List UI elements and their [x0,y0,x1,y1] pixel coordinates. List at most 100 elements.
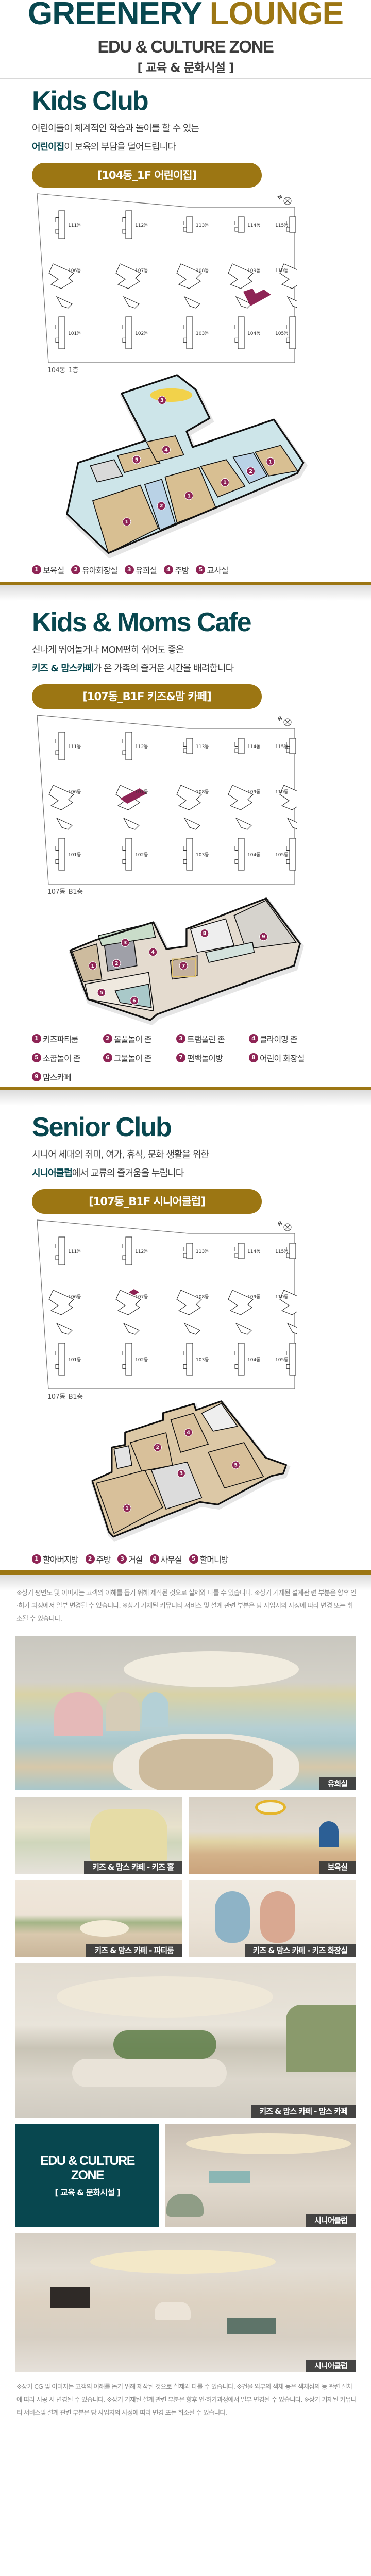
room-marker-number: 5 [99,990,103,996]
building-106동: 106동 [48,1290,81,1315]
building-shape [125,1236,132,1265]
building-shape [58,838,65,871]
building-wing [235,296,252,309]
room-marker: 5 [97,988,106,997]
site-boundary [37,193,295,363]
building-shape [125,732,132,760]
room-marker-number: 9 [262,934,265,940]
building-105동: 105동 [275,296,297,349]
room-marker-number: 2 [115,961,119,967]
building-detail [122,1244,126,1260]
room-marker-number: 4 [164,447,168,453]
room [200,459,246,498]
building-label: 109동 [247,268,260,274]
building-108동: 108동 [176,785,209,810]
building-detail [55,739,59,755]
legend-number-badge: 4 [149,1554,159,1564]
building-shape [238,838,245,871]
building-shape [125,838,132,871]
room [114,984,152,1008]
building-label: 102동 [135,331,148,336]
building-shape [238,1343,245,1376]
building-shape [115,1290,141,1315]
section-shade [0,1090,371,1106]
room-marker-number: 1 [268,459,272,465]
building-detail [286,1247,290,1258]
building-shape [176,785,202,810]
desc-line: 어린이들이 체계적인 학습과 놀이를 할 수 있는 [32,123,199,134]
legend-label: 그물놀이 존 [114,1054,152,1063]
room-marker: 2 [157,501,166,511]
legend-label: 교사실 [207,566,228,575]
room-marker-circle [221,478,229,487]
room-marker: 1 [88,961,97,970]
room-marker-circle [177,1469,185,1478]
title-lounge: LOUNGE [209,0,344,31]
legend-number-badge: 1 [32,565,41,574]
building-label: 106동 [68,268,81,274]
building-113동: 113동 [183,738,209,754]
room-marker: 8 [200,929,209,938]
building-detail [183,742,187,753]
building-label: 107동 [135,268,148,274]
room-marker: 4 [184,1428,193,1437]
legend-number-badge: 3 [117,1554,127,1564]
building-shape [279,263,297,289]
section-shade [0,585,371,601]
legend-label: 보육실 [43,566,64,575]
kids-moms-cafe-location-badge: [107동_B1F 키즈&맘 카페] [32,684,262,709]
building-115동: 115동 [275,216,296,233]
room-marker-circle [121,938,130,947]
divider [0,78,371,79]
room-marker-circle [130,996,139,1005]
building-102동: 102동 [122,817,148,871]
legend-number-badge: 6 [103,1053,112,1062]
promo-subtitle: [ 교육 & 문화시설 ] [55,2188,120,2197]
building-115동: 115동 [275,738,296,754]
building-114동: 114동 [234,216,260,233]
room-marker-circle [266,457,275,466]
building-label: 115동 [275,223,288,228]
building-detail [55,1244,59,1260]
plan-outer-wall [69,897,301,1021]
building-label: 106동 [68,1294,81,1300]
photo-party-room: 키즈 & 맘스 카페 - 파티룸 [15,1880,182,1957]
section-shade [0,1575,371,1591]
legend-number-badge: 7 [176,1053,185,1062]
room-marker: 6 [130,996,139,1005]
building-detail [234,742,238,753]
room-marker-circle [123,1504,131,1513]
building-109동: 109동 [228,263,260,289]
kids-moms-cafe-title: Kids & Moms Cafe [32,607,252,637]
compass-cross [284,719,291,725]
building-detail [234,846,238,864]
room-marker: 5 [231,1461,240,1469]
building-112동: 112동 [122,1236,148,1265]
building-label: 104동 [247,331,260,336]
building-label: 104동 [247,852,260,858]
building-label: 107동 [135,1294,148,1300]
legend-number-badge: 5 [32,1053,41,1062]
room-marker-circle [179,961,188,970]
room-marker-circle [200,929,209,938]
building-label: 111동 [68,223,81,228]
building-label: 101동 [68,852,81,858]
building-detail [234,1351,238,1369]
legend-number-badge: 1 [32,1034,41,1043]
room-marker: 9 [259,932,268,941]
plan-outer-wall [91,1400,288,1538]
room-marker: 4 [148,947,158,957]
kids-club-location-badge: [104동_1F 어린이집] [32,163,262,188]
senior-club-location-badge: [107동_B1F 시니어클럽] [32,1189,262,1214]
building-104동: 104동 [234,1322,260,1376]
photo-senior-club-lounge: 시니어클럽 [165,2124,356,2227]
building-wing [56,817,73,830]
photo-nursery: 보육실 [189,1797,356,1874]
building-108동: 108동 [176,1290,209,1315]
